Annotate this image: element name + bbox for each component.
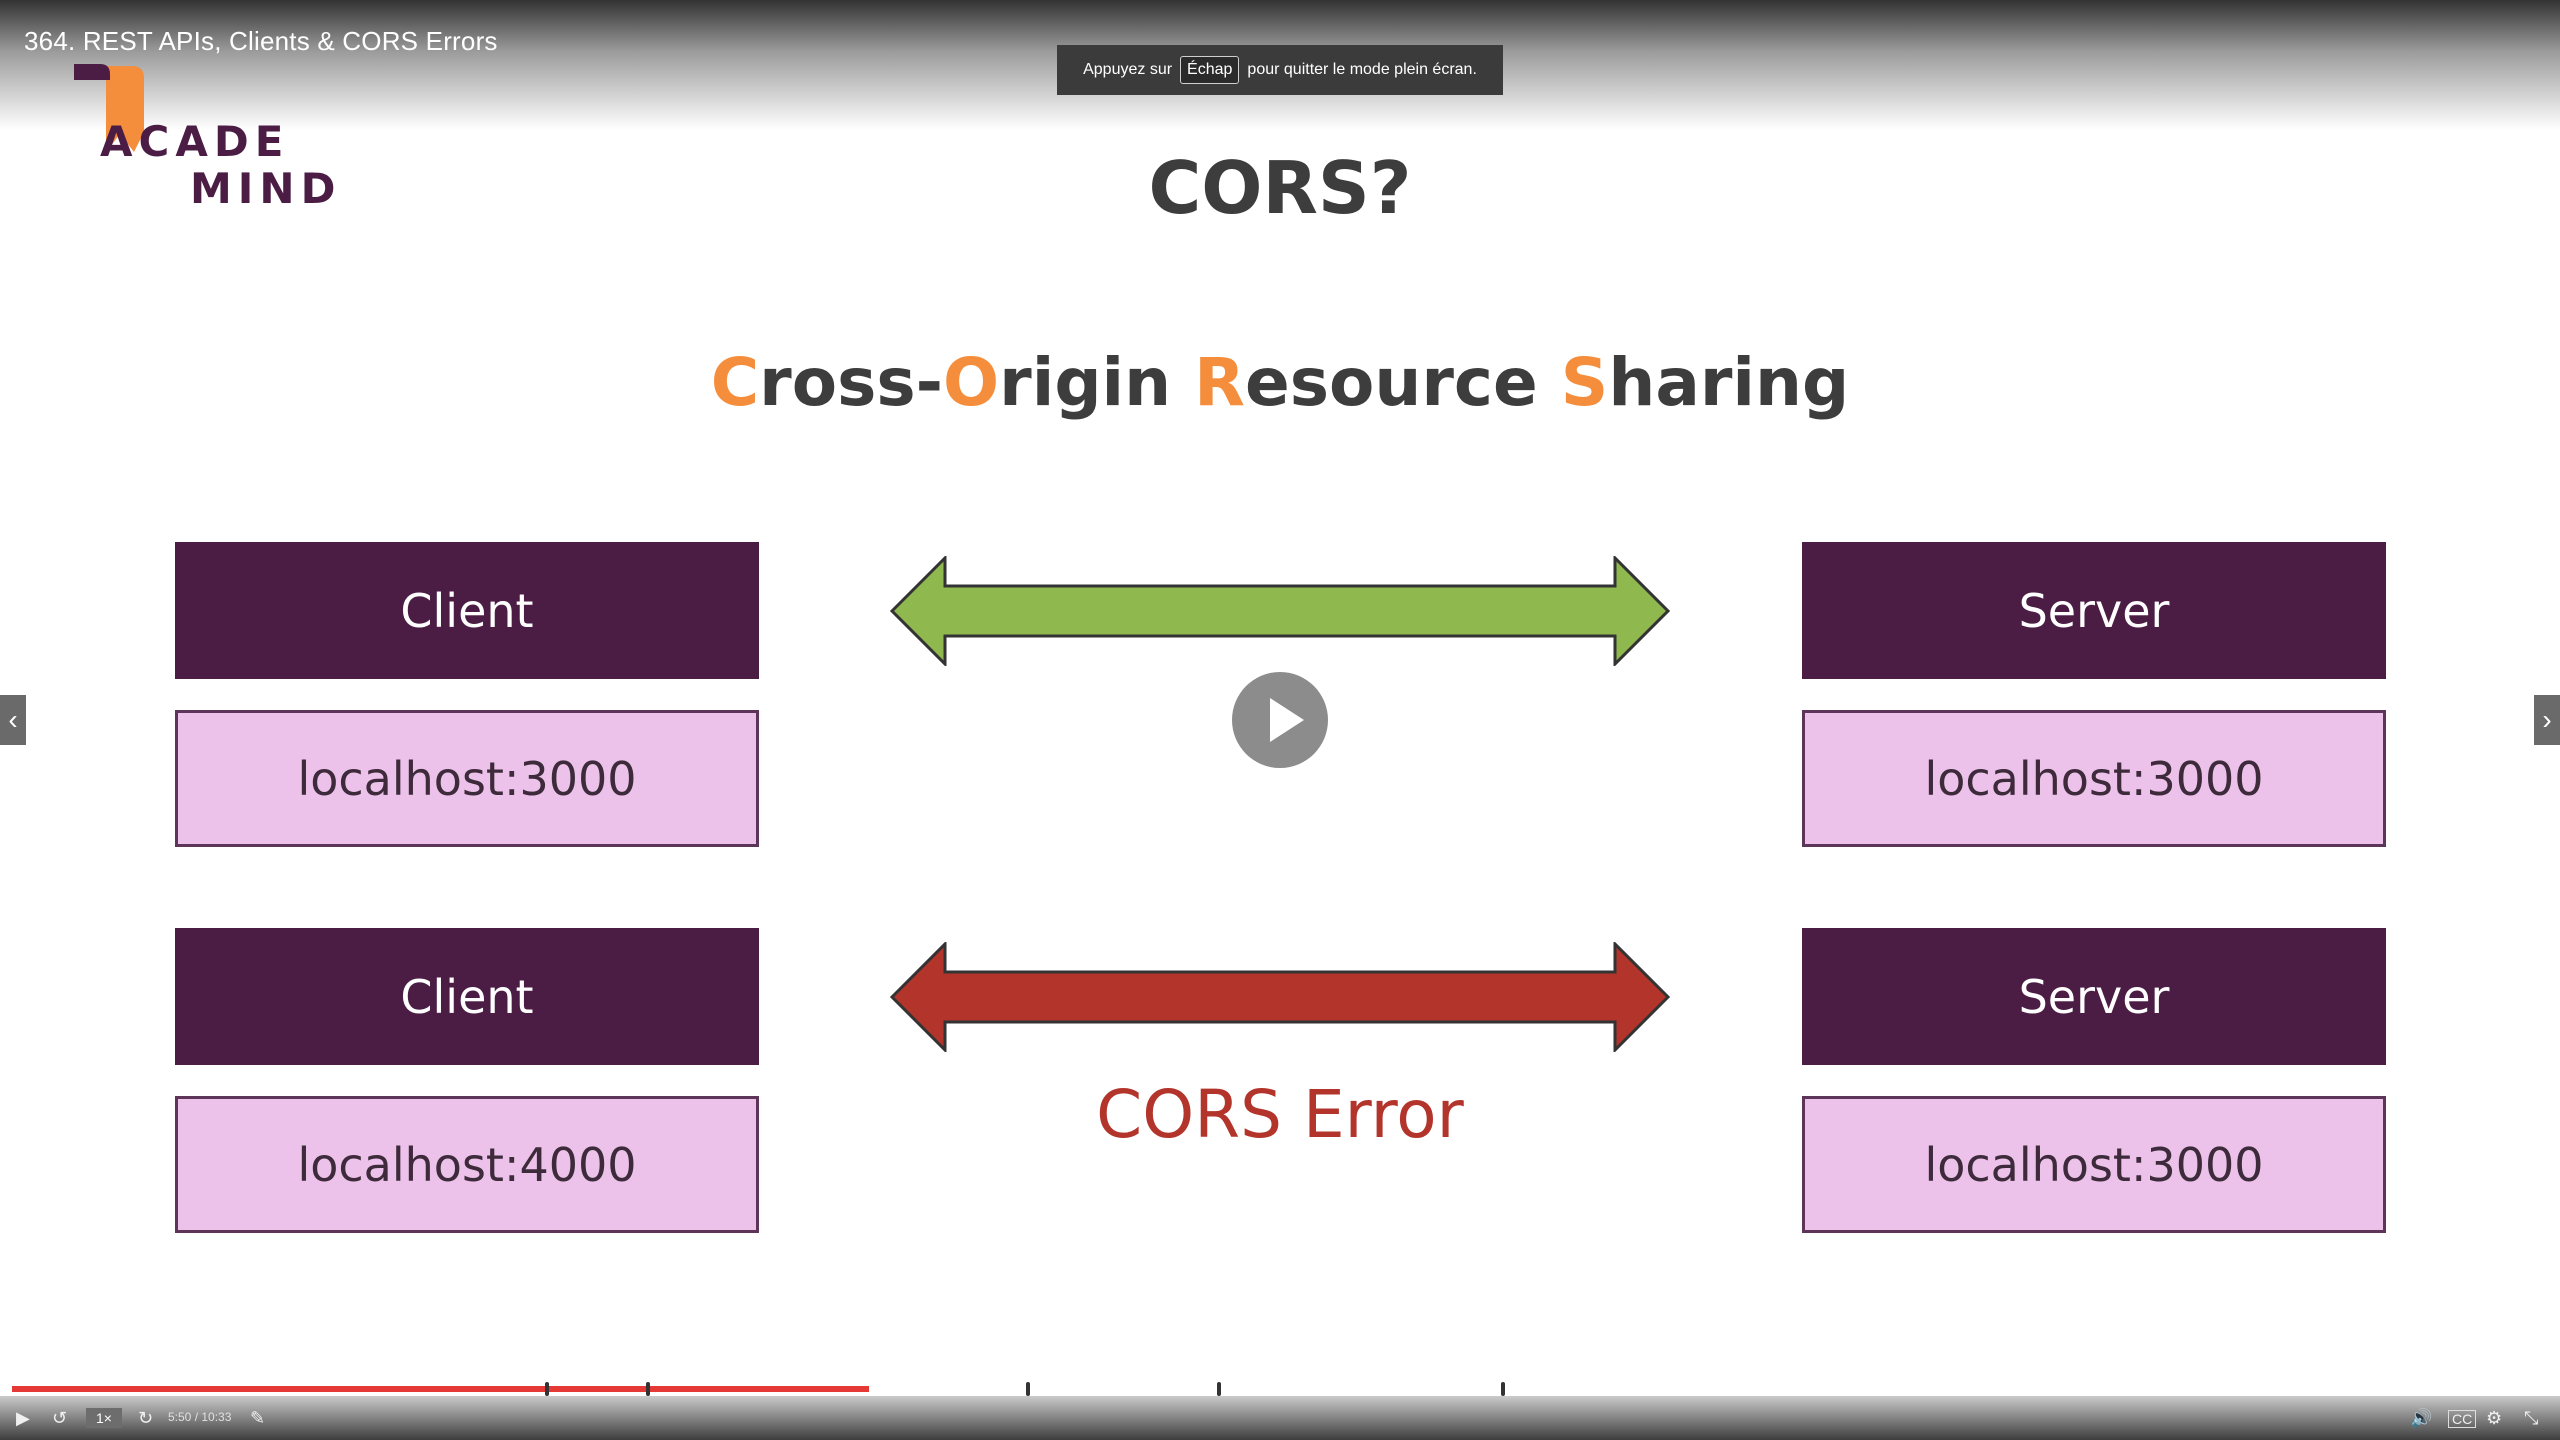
escape-key: Échap bbox=[1180, 56, 1240, 84]
chapter-marker[interactable] bbox=[646, 1382, 650, 1396]
notes-icon[interactable]: ✎ bbox=[250, 1408, 266, 1428]
fullscreen-notice-before: Appuyez sur bbox=[1083, 61, 1173, 78]
player-controls: ▶ ↺ 1× ↻ 5:50 / 10:33 ✎ 🔊 CC ⚙ ⤡ bbox=[0, 1396, 2560, 1440]
server-host-row2: localhost:3000 bbox=[1802, 1096, 2386, 1233]
client-box-row2: Client bbox=[175, 928, 759, 1065]
play-icon[interactable]: ▶ bbox=[16, 1408, 30, 1428]
volume-icon[interactable]: 🔊 bbox=[2410, 1408, 2433, 1428]
arrow-shape-red bbox=[890, 942, 1670, 1052]
video-title: 364. REST APIs, Clients & CORS Errors bbox=[24, 26, 498, 56]
fullscreen-notice-after: pour quitter le mode plein écran. bbox=[1247, 61, 1477, 78]
client-box-row1: Client bbox=[175, 542, 759, 679]
server-host-row1: localhost:3000 bbox=[1802, 710, 2386, 847]
chapter-marker[interactable] bbox=[1026, 1382, 1031, 1396]
double-arrow-success bbox=[890, 556, 1670, 666]
academind-logo: ACADE MIND bbox=[70, 62, 335, 213]
subtitle-letter: O bbox=[943, 344, 1000, 421]
subtitle-letter: R bbox=[1194, 344, 1245, 421]
cors-error-caption: CORS Error bbox=[1096, 1076, 1464, 1153]
logo-text-line1: ACADE bbox=[100, 117, 290, 166]
client-host-row1: localhost:3000 bbox=[175, 710, 759, 847]
rewind-icon[interactable]: ↺ bbox=[52, 1408, 68, 1428]
server-box-row1: Server bbox=[1802, 542, 2386, 679]
fullscreen-notice: Appuyez sur Échap pour quitter le mode p… bbox=[1057, 45, 1503, 95]
chapter-marker[interactable] bbox=[1500, 1382, 1505, 1396]
server-box-row2: Server bbox=[1802, 928, 2386, 1065]
subtitle-word: rigin bbox=[999, 344, 1195, 421]
arrow-shape-green bbox=[890, 556, 1670, 666]
captions-icon[interactable]: CC bbox=[2448, 1410, 2477, 1428]
prev-icon[interactable]: ‹ bbox=[0, 695, 26, 745]
double-arrow-error bbox=[890, 942, 1670, 1052]
next-icon[interactable]: › bbox=[2534, 695, 2560, 745]
time-display: 5:50 / 10:33 bbox=[168, 1410, 232, 1424]
play-overlay-button[interactable] bbox=[1232, 672, 1328, 768]
logo-text-line2: MIND bbox=[190, 164, 342, 213]
slide-title: CORS? bbox=[1148, 146, 1412, 230]
settings-icon[interactable]: ⚙ bbox=[2486, 1408, 2503, 1428]
subtitle-letter: C bbox=[710, 344, 760, 421]
subtitle-word: ross- bbox=[759, 344, 944, 421]
client-host-row2: localhost:4000 bbox=[175, 1096, 759, 1233]
subtitle-letter: S bbox=[1560, 344, 1609, 421]
progress-fill bbox=[12, 1386, 870, 1392]
subtitle-word: haring bbox=[1608, 344, 1850, 421]
chapter-marker[interactable] bbox=[544, 1382, 549, 1396]
subtitle-word: esource bbox=[1244, 344, 1561, 421]
logo-bookmark-icon bbox=[74, 64, 144, 152]
chapter-marker[interactable] bbox=[1216, 1382, 1221, 1396]
slide-subtitle: Cross-Origin Resource Sharing bbox=[0, 344, 2560, 421]
forward-icon[interactable]: ↻ bbox=[138, 1408, 154, 1428]
speed-button[interactable]: 1× bbox=[86, 1408, 122, 1428]
exit-fullscreen-icon[interactable]: ⤡ bbox=[2524, 1408, 2539, 1428]
